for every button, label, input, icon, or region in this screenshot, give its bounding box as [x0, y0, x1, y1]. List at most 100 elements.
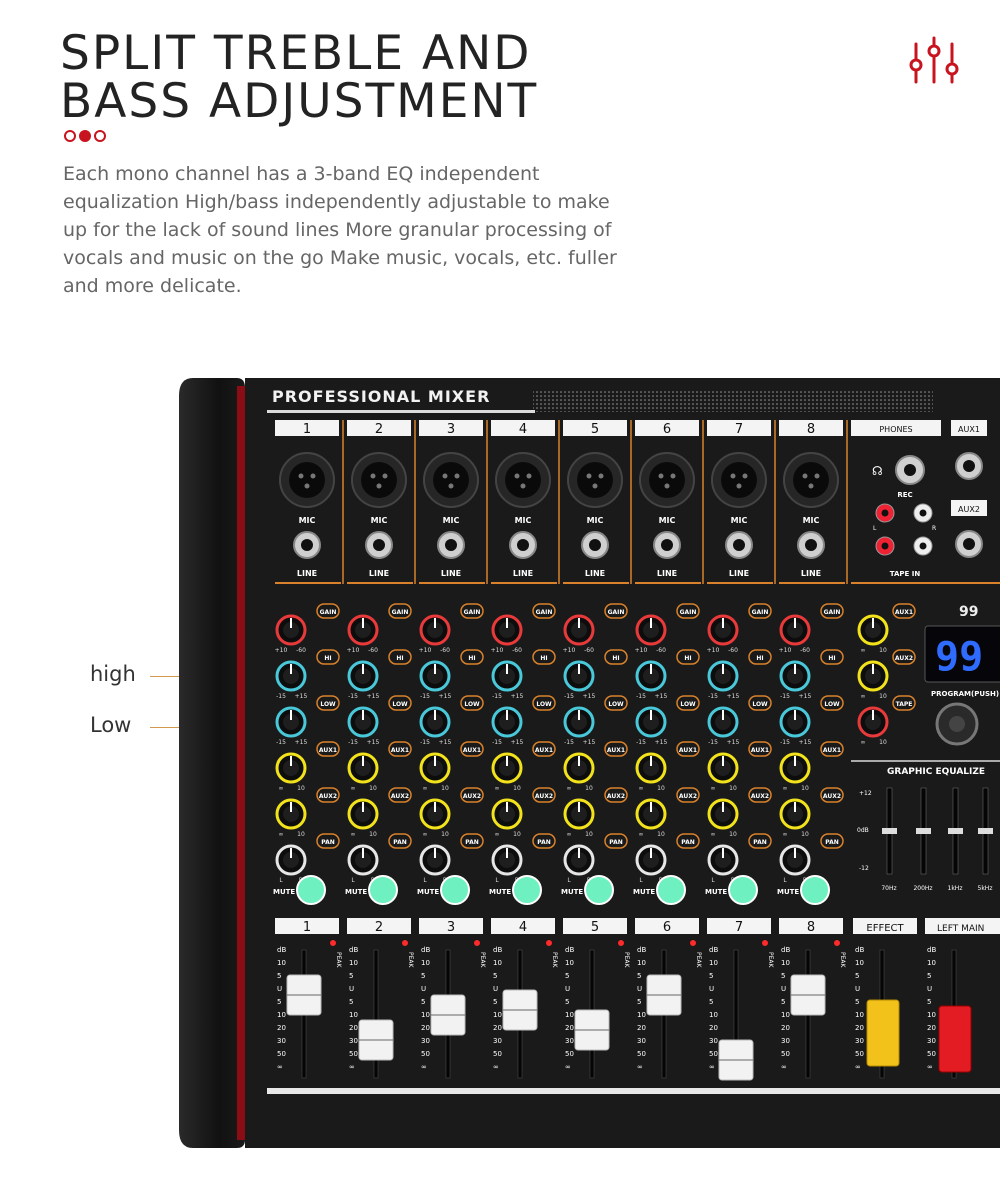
master-tape-scale-min: ∞ [861, 739, 866, 746]
geq-slider-cap-3[interactable] [948, 828, 963, 834]
mute-button-2[interactable] [368, 875, 398, 905]
xlr-pin-8-3 [808, 483, 814, 489]
fader-scale-3-3: U [421, 985, 426, 993]
mute-button-5[interactable] [584, 875, 614, 905]
master-tape-label-pill [892, 695, 916, 711]
hi-eq-2-label: HI [396, 655, 403, 662]
fader-tab-5 [563, 918, 627, 934]
hi-eq-5-knob-cap [571, 668, 587, 684]
fader-scale-3-9: ∞ [421, 1063, 427, 1071]
fader-scale-4-7: 30 [493, 1037, 502, 1045]
mute-button-1[interactable] [296, 875, 326, 905]
line-label-8: LINE [801, 569, 821, 578]
main-fader-scale-7: 30 [927, 1037, 936, 1045]
fader-scale-1-9: ∞ [277, 1063, 283, 1071]
aux2-eff-2-scale-max: 10 [369, 831, 377, 838]
aux1-output-jack-hole [963, 460, 975, 472]
aux2-eff-6-scale-max: 10 [657, 831, 665, 838]
hi-eq-8-scale-max: +15 [799, 693, 812, 700]
master-aux2-label: AUX2 [895, 655, 913, 662]
fader-scale-1-2: 5 [277, 972, 281, 980]
effect-display-value: 99 [935, 634, 983, 680]
fader-number-7: 7 [735, 920, 743, 935]
mute-button-6[interactable] [656, 875, 686, 905]
mute-button-4[interactable] [512, 875, 542, 905]
hi-eq-6-knob-cap [643, 668, 659, 684]
xlr-pin-8-1 [802, 473, 808, 479]
low-eq-5-label: LOW [608, 701, 624, 708]
mute-button-7[interactable] [728, 875, 758, 905]
peak-led-2 [402, 940, 408, 946]
effect-fader-scale-3: U [855, 985, 860, 993]
peak-led-1 [330, 940, 336, 946]
input-divider-3 [419, 582, 485, 584]
hi-eq-2-label-pill [388, 649, 412, 665]
low-eq-3-label-pill [460, 695, 484, 711]
geq-slider-cap-1[interactable] [882, 828, 897, 834]
gain-8-label-pill [820, 603, 844, 619]
fader-scale-1-5: 10 [277, 1011, 286, 1019]
fader-tab-8 [779, 918, 843, 934]
gain-7-label: GAIN [752, 609, 769, 616]
hi-eq-7-label-pill [748, 649, 772, 665]
hi-eq-3-knob-cap [427, 668, 443, 684]
channel-number-3: 3 [447, 422, 455, 437]
fader-scale-2-8: 50 [349, 1050, 358, 1058]
aux2-eff-1-label: AUX2 [319, 793, 337, 800]
line-label-1: LINE [297, 569, 317, 578]
geq-slider-cap-2[interactable] [916, 828, 931, 834]
fader-scale-1-0: dB [277, 946, 286, 954]
low-eq-4-scale-min: -15 [492, 739, 502, 746]
aux1-5-scale-min: ∞ [567, 785, 572, 792]
description: Each mono channel has a 3-band EQ indepe… [63, 163, 617, 297]
pan-1-label: PAN [321, 839, 335, 846]
aux1-1-scale-min: ∞ [279, 785, 284, 792]
xlr-pin-7-3 [736, 483, 742, 489]
mute-button-8[interactable] [800, 875, 830, 905]
pan-4-label: PAN [537, 839, 551, 846]
low-eq-1-label-pill [316, 695, 340, 711]
graphic-eq-label: GRAPHIC EQUALIZE [887, 767, 985, 777]
dot-1 [64, 130, 76, 142]
xlr-pin-4-3 [520, 483, 526, 489]
line-jack-hole-7 [733, 539, 745, 551]
hi-eq-8-label-pill [820, 649, 844, 665]
xlr-pin-1-2 [310, 473, 316, 479]
fader-scale-5-6: 20 [565, 1024, 574, 1032]
channel-tab-5 [563, 420, 627, 436]
fader-scale-5-5: 10 [565, 1011, 574, 1019]
pan-8-scale-min: L [783, 877, 787, 884]
gain-1-label-pill [316, 603, 340, 619]
mute-button-3[interactable] [440, 875, 470, 905]
aux2-eff-7-scale-min: ∞ [711, 831, 716, 838]
mute-label-8: MUTE [777, 888, 799, 896]
gain-3-label-pill [460, 603, 484, 619]
geq-slider-cap-4[interactable] [978, 828, 993, 834]
channel-strips: 1MICLINE+10-60GAIN-15+15HI-15+15LOW∞10AU… [273, 420, 848, 1081]
gain-2-label-pill [388, 603, 412, 619]
hi-eq-1-label-pill [316, 649, 340, 665]
aux2-eff-3-knob-cap [427, 806, 443, 822]
fader-scale-7-5: 10 [709, 1011, 718, 1019]
fader-scale-4-2: 5 [493, 972, 497, 980]
hi-eq-1-scale-max: +15 [295, 693, 308, 700]
low-eq-8-knob-cap [787, 714, 803, 730]
aux2-eff-1-label-pill [316, 787, 340, 803]
channel-number-7: 7 [735, 422, 743, 437]
aux1-1-scale-max: 10 [297, 785, 305, 792]
peak-led-3 [474, 940, 480, 946]
fader-scale-2-1: 10 [349, 959, 358, 967]
peak-label-6: PEAK [695, 952, 702, 969]
low-eq-8-scale-min: -15 [780, 739, 790, 746]
geq-freq-2: 200Hz [913, 885, 932, 892]
main-fader-cap[interactable] [938, 1005, 972, 1073]
fader-tab-4 [491, 918, 555, 934]
fader-scale-8-4: 5 [781, 998, 785, 1006]
hi-eq-6-label: HI [684, 655, 691, 662]
fader-scale-2-3: U [349, 985, 354, 993]
low-eq-3-scale-min: -15 [420, 739, 430, 746]
aux1-3-knob-cap [427, 760, 443, 776]
fader-scale-7-4: 5 [709, 998, 713, 1006]
xlr-pin-3-1 [442, 473, 448, 479]
effect-fader-cap[interactable] [866, 999, 900, 1067]
